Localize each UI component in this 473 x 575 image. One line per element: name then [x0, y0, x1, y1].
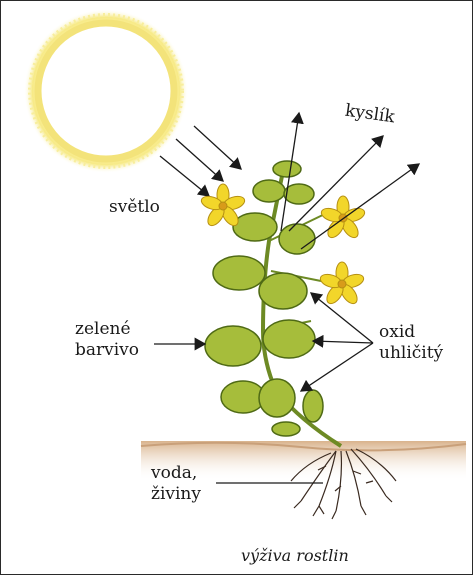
arrow-icon: [301, 343, 373, 391]
co2-label-line2: uhličitý: [379, 343, 443, 363]
arrow-icon: [301, 164, 419, 249]
sun-icon: [24, 9, 188, 173]
chlorophyll-label-line1: zelené: [75, 319, 131, 339]
light-label: světlo: [109, 197, 160, 217]
arrow-icon: [311, 293, 373, 343]
arrow-icon: [313, 341, 373, 343]
water-label-line2: živiny: [151, 484, 201, 504]
water-label-line1: voda,: [151, 463, 197, 483]
chlorophyll-label-line2: barvivo: [75, 340, 139, 360]
co2-label-line1: oxid: [379, 322, 415, 342]
arrow-icon: [194, 126, 241, 169]
caption: výživa rostlin: [241, 546, 349, 565]
